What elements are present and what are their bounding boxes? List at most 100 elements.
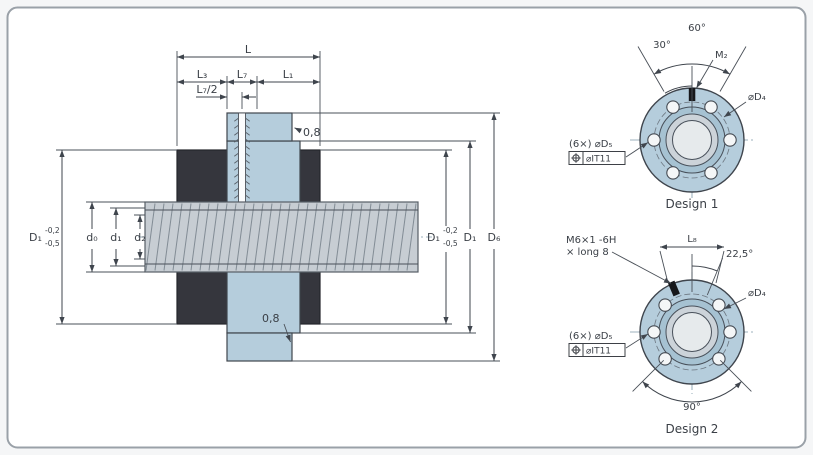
thread-line [199,203,210,271]
bolt-hole [712,298,726,312]
dimension-arrow [467,141,473,148]
thread-line [172,203,183,271]
dim-L8-extensions [659,250,725,284]
d4-label-design2: ⌀D₄ [748,288,766,299]
dimension-arrow [257,79,264,85]
dimension-arrow [250,79,257,85]
thread-line [208,203,219,271]
dim-tol-D1-left-lower: -0,5 [45,239,60,248]
thread-tick [245,194,250,199]
dim-label-D1-outer: D₁ [464,231,477,244]
angle-90-label: 90° [683,402,701,413]
thread-tick [234,159,239,164]
thread-tick [234,152,239,157]
dimension-arrow [177,79,184,85]
dim-tol-D1-left-upper: -0,2 [45,226,60,235]
design2-angle-lines [632,254,752,392]
angle-225-label: 22,5° [726,249,753,260]
dimension-arrow [242,94,249,100]
dimension-arrow [313,54,320,60]
dim-label-L7: L₇ [237,68,248,81]
dim-tol-D1-right-lower: -0,5 [443,239,458,248]
thread-line [190,203,201,271]
main-section-view: L L₃ L₇ L₁ L₇/2 0,8 0,8 D₁ -0,2 -0,5 d₀ … [29,43,501,362]
thread-line [397,203,408,271]
dimension-arrow [113,259,119,266]
thread-tick [234,138,239,143]
thread-line [253,203,264,271]
thread-line [316,203,327,271]
dim-tol-D1-right-upper: -0,2 [443,226,458,235]
thread-line [388,203,399,271]
thread-tick [234,131,239,136]
dimension-arrow [491,354,497,361]
dimension-arrow [89,202,95,209]
holes-note-design2: (6×) ⌀D₅ [569,331,612,342]
dim-label-d2: d₂ [134,231,145,244]
thread-line [406,203,417,271]
thread-tick [245,117,250,122]
screw-shaft [144,201,419,273]
dimension-arrow [285,334,291,342]
thread-line [226,203,237,271]
thread-line [280,203,291,271]
lube-hole-thread-ticks [234,117,250,199]
thread-line [145,203,156,271]
thread-line [289,203,300,271]
dim-label-L8: L₈ [687,234,697,245]
dimension-arrow [137,252,143,259]
design1-title: Design 1 [666,197,719,211]
dimension-arrow [717,244,724,250]
thread-tick [245,166,250,171]
dimension-arrow [660,244,667,250]
thread-line [379,203,390,271]
dimension-arrow [640,142,648,149]
position-tolerance-icon [571,345,581,355]
thread-tick [234,173,239,178]
nut-flange-bottom [226,332,293,362]
bolt-hole [658,298,672,312]
dim-label-L3: L₃ [197,68,208,81]
angle-60-label: 60° [688,23,706,34]
dim-label-L: L [245,43,252,56]
dimension-arrow [696,80,703,88]
thread-line [217,203,228,271]
bolt-hole [704,100,718,114]
dimension-arrow [220,79,227,85]
fcf-tolerance-design2: ⌀IT11 [586,347,611,357]
thread-tick [234,180,239,185]
thread-line [181,203,192,271]
thread-line [298,203,309,271]
dimension-arrow [722,68,730,75]
d4-label-design1: ⌀D₄ [748,92,766,103]
thread-crest-lines [145,209,418,265]
dimension-arrow [220,94,227,100]
dimension-arrow [654,68,662,75]
roughness-label-top: 0,8 [303,126,321,139]
thread-line [262,203,273,271]
design1-angle-lines [637,46,747,112]
m6-note-line1: M6×1 -6H [566,235,616,246]
dimension-arrow [313,79,320,85]
dimension-arrow [89,265,95,272]
thread-tick [245,159,250,164]
thread-tick [234,117,239,122]
dimension-arrow [443,317,449,324]
bolt-hole [647,325,661,339]
dimension-arrow [734,381,742,389]
m2-label: M₂ [715,50,728,61]
dimension-arrow [137,215,143,222]
design2-shaft-bore [672,312,712,352]
dim-label-D1-left: D₁ [29,231,42,244]
dim-label-L7-half: L₇/2 [196,83,217,96]
dimension-arrow [724,303,732,309]
m6-note-line2: × long 8 [566,247,609,258]
bolt-hole [666,100,680,114]
design2-angle-arcs [642,265,742,403]
angle-30-label: 30° [653,40,671,51]
thread-line [325,203,336,271]
thread-line [307,203,318,271]
thread-line [352,203,363,271]
design1-bolt-holes [647,100,737,180]
